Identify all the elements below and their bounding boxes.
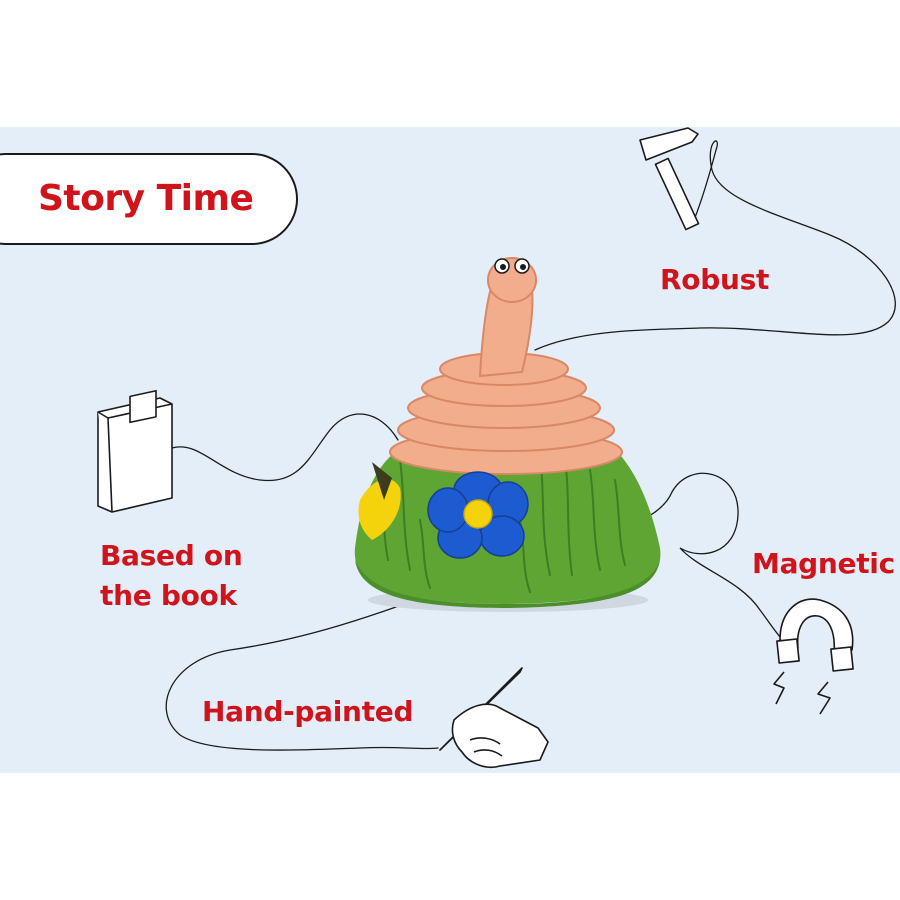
connector-line-robust <box>534 140 896 351</box>
connector-line-magnetic <box>569 472 791 643</box>
connector-line-hand-painted <box>165 601 439 751</box>
connector-line-book <box>171 413 399 482</box>
worm-eyes <box>494 258 530 274</box>
book-icon <box>97 390 173 513</box>
worm <box>389 257 623 475</box>
feature-label-based-on-book: Based on the book <box>100 536 243 616</box>
feature-label-book-line-2: the book <box>100 579 237 612</box>
blue-flower <box>427 471 529 559</box>
figurine <box>354 257 661 612</box>
feature-label-book-line-1: Based on <box>100 539 243 572</box>
story-time-badge <box>0 153 298 245</box>
hammer-icon <box>639 127 700 231</box>
feature-label-robust: Robust <box>660 263 770 296</box>
badge-label: Story Time <box>38 178 254 219</box>
feature-label-hand-painted: Hand-painted <box>202 695 414 728</box>
hand-pencil-icon <box>439 667 549 768</box>
feature-label-magnetic: Magnetic <box>752 547 895 580</box>
magnet-icon <box>773 598 854 715</box>
yellow-leaf <box>358 478 401 540</box>
